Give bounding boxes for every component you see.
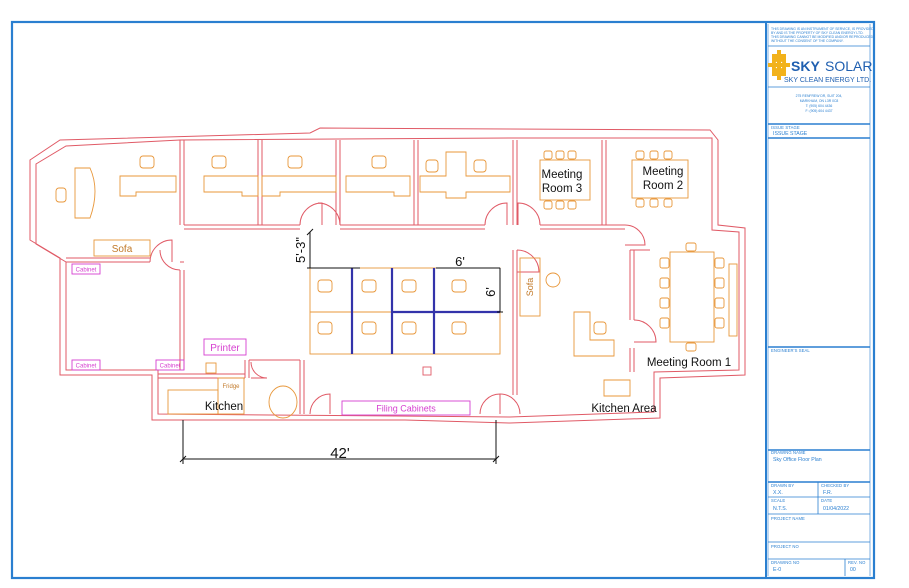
project-name-label: PROJECT NAME xyxy=(771,516,805,521)
sheet-border xyxy=(10,20,876,580)
rev-no-label: REV. NO xyxy=(848,560,866,565)
dimension-lines xyxy=(179,228,503,464)
checked-by-label: CHECKED BY xyxy=(821,483,849,488)
cabinet-bottom-right-box xyxy=(155,359,185,371)
drawing-no-value: E-0 xyxy=(773,567,781,573)
printer-box xyxy=(203,338,247,356)
walls xyxy=(29,127,746,424)
doors xyxy=(149,202,657,415)
issue-stage-value: ISSUE STAGE xyxy=(773,131,808,137)
rev-no-value: 00 xyxy=(850,567,856,573)
cabinet-bottom-left-label: Cabinet xyxy=(76,364,97,370)
meeting-room-2-label-line-2: Room 2 xyxy=(643,180,683,192)
meeting-room-2-label-line-1: Meeting xyxy=(643,166,684,178)
dimension-6-width-text: 6' xyxy=(455,254,465,269)
meeting-room-3-label-line-2: Room 3 xyxy=(542,183,582,195)
disclaimer-line-1: THIS DRAWING IS AN INSTRUMENT OF SERVICE… xyxy=(771,27,874,31)
filing-cabinets-box xyxy=(341,400,471,416)
project-no-label: PROJECT NO xyxy=(771,544,800,549)
cabinet-top-box xyxy=(71,263,101,275)
meeting-room-1-label: Meeting Room 1 xyxy=(647,357,731,369)
cabinet-bottom-right-label: Cabinet xyxy=(160,364,181,370)
fax-number: F: (905) 604 4437 xyxy=(806,109,833,113)
filing-cabinets-label: Filing Cabinets xyxy=(376,404,436,414)
title-block: THIS DRAWING IS AN INSTRUMENT OF SERVICE… xyxy=(765,22,874,578)
scale-label: SCALE xyxy=(771,498,785,503)
sky-solar-logo: SKY SOLAR SKY CLEAN ENERGY LTD. xyxy=(768,50,872,84)
date-label: DATE xyxy=(821,498,832,503)
sofa-right-label: Sofa xyxy=(525,278,535,297)
scale-value: N.T.S. xyxy=(773,506,787,512)
drawn-by-value: X.X. xyxy=(773,490,783,496)
printer-label: Printer xyxy=(210,343,240,354)
checked-by-value: F.R. xyxy=(823,490,832,496)
meeting-room-3-label-line-1: Meeting xyxy=(542,169,583,181)
labelled-fixtures: Cabinet Cabinet Cabinet Printer Filing C… xyxy=(71,263,471,416)
company-name: SKY CLEAN ENERGY LTD. xyxy=(784,77,871,84)
workstation-cluster xyxy=(309,267,501,355)
fridge-label: Fridge xyxy=(222,384,240,390)
drawing-name-label: DRAWING NAME xyxy=(771,450,806,455)
logo-sky-text: SKY xyxy=(791,58,820,74)
logo-solar-text: SOLAR xyxy=(825,58,872,74)
phone-number: T: (905) 604 4436 xyxy=(806,104,833,108)
date-value: 01/04/2022 xyxy=(823,506,849,512)
cabinet-bottom-left-box xyxy=(71,359,101,371)
cabinet-top-label: Cabinet xyxy=(76,268,97,274)
disclaimer-line-3: THIS DRAWING CANNOT BE MODIFIED AND/OR R… xyxy=(771,35,874,39)
furniture xyxy=(55,150,738,419)
dimension-6-height-text: 6' xyxy=(483,287,498,297)
address-line-2: MARKHAM, ON L3R 0C8 xyxy=(800,99,839,103)
drawing-no-label: DRAWING NO xyxy=(771,560,800,565)
disclaimer-line-4: WITHOUT THE CONSENT OF THE COMPANY. xyxy=(771,39,844,43)
sofa-left-label: Sofa xyxy=(112,244,133,255)
engineers-seal-label: ENGINEER'S SEAL xyxy=(771,348,810,353)
kitchen-area-label: Kitchen Area xyxy=(591,403,657,415)
kitchen-label: Kitchen xyxy=(205,401,243,413)
dimension-42-text: 42' xyxy=(330,445,350,462)
issue-stage-label: ISSUE STAGE xyxy=(771,125,800,130)
dimension-5-3-text: 5'-3" xyxy=(293,237,308,263)
drawn-by-label: DRAWN BY xyxy=(771,483,794,488)
address-line-1: 275 RENFREW DR, SUIT 204, xyxy=(796,94,843,98)
drawing-name-value: Sky Office Floor Plan xyxy=(773,457,822,463)
disclaimer-line-2: BY AND IS THE PROPERTY OF SKY CLEAN ENER… xyxy=(771,31,864,35)
